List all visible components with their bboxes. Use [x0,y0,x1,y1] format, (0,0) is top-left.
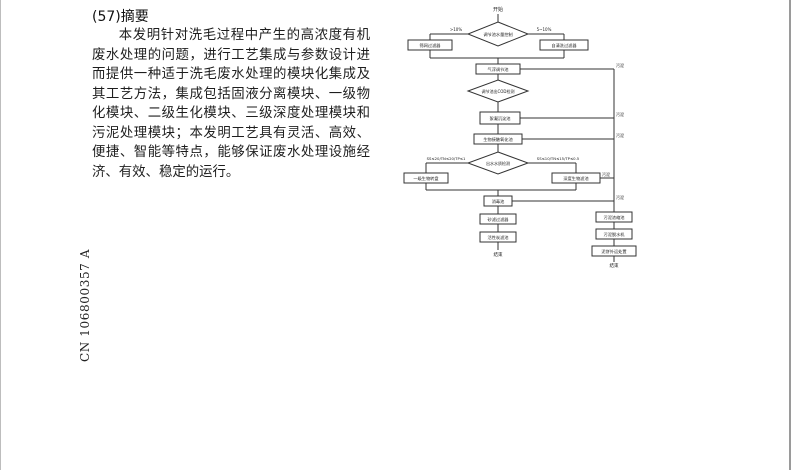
flow-box-2-label: 气浮调节池 [488,66,510,73]
flow-branch-right-1: 5~10% [537,27,552,32]
flow-box-left-3-label: 一级生物转盘 [413,175,438,182]
flow-decision-3 [466,151,530,175]
flow-box-5-label: 消毒池 [492,198,505,205]
flow-box-sludge-3-label: 泥饼外运处置 [601,248,626,255]
flow-end-right: 结束 [610,262,619,268]
process-flowchart: 开始 调节池水量控制 >10% 5~10% 筛网过滤器 自清洗过滤器 气浮调节池… [403,6,637,268]
flow-sludge-label-3: 污泥 [616,132,624,138]
flow-decision-3-label: 出水水质检测 [486,160,510,166]
flow-branch-left-1: >10% [450,27,462,32]
flow-box-left-1-label: 筛网过滤器 [420,42,442,49]
flow-branch-right-3: SS≤10/TN≤15/TP≤0.5 [537,156,580,161]
flow-decision-1 [466,21,530,47]
flow-box-4-label: 生物接触氧化池 [483,136,513,143]
flow-sludge-label-2: 污泥 [616,111,624,117]
flow-start: 开始 [493,6,503,13]
flow-box-7-label: 活性炭滤池 [488,234,510,241]
flow-branch-left-3: SS≤20/TN≤20/TP≤1 [427,156,466,161]
flow-box-3-label: 絮凝沉淀池 [490,115,512,122]
flow-sludge-label-5: 污泥 [616,194,624,200]
abstract-text: 本发明针对洗毛过程中产生的高浓度有机废水处理的问题，进行工艺集成与参数设计进而提… [92,28,370,180]
flow-sludge-label-4: 污泥 [602,171,610,177]
flow-decision-2-label: 调节池出COD检测 [481,88,514,94]
flow-box-sludge-1-label: 污泥浓缩池 [604,214,626,221]
document-id-container: CN 106800357 A [78,248,94,362]
flow-sludge-label-1: 污泥 [616,62,624,68]
flow-decision-1-label: 调节池水量控制 [483,31,512,38]
flow-end-left: 结束 [494,251,503,258]
abstract-heading: (57)摘要 [92,9,149,25]
flow-box-sludge-2-label: 污泥脱水机 [604,231,626,238]
flow-box-right-3-label: 深度生物滤池 [563,175,589,182]
flow-box-6-label: 砂滤过滤器 [488,216,510,223]
document-id: CN 106800357 A [78,248,92,362]
flow-box-right-1-label: 自清洗过滤器 [551,42,577,49]
